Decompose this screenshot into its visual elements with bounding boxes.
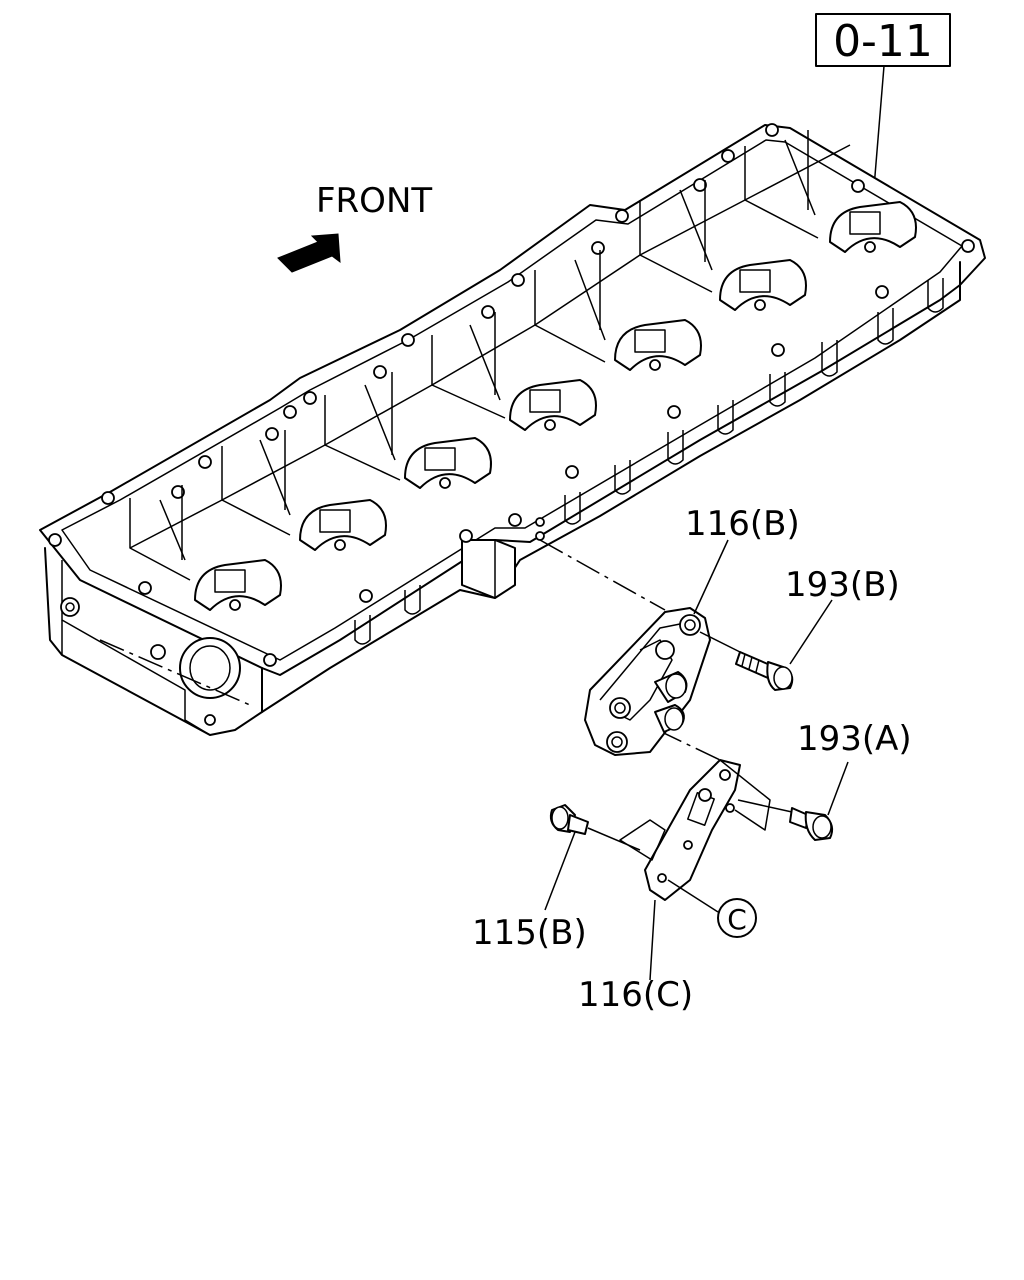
leader-193a xyxy=(827,761,849,816)
callout-116b[interactable]: 116(B) xyxy=(685,504,800,544)
leader-116b xyxy=(693,539,729,615)
reference-box[interactable]: 0-11 xyxy=(815,13,951,67)
bracket-116c[interactable] xyxy=(619,759,771,901)
callout-115b[interactable]: 115(B) xyxy=(472,913,587,953)
bolt-115b[interactable] xyxy=(549,804,641,851)
circle-c-label: C xyxy=(727,903,747,936)
callout-193a[interactable]: 193(A) xyxy=(797,719,912,759)
alignment-line-1 xyxy=(539,539,666,611)
front-label: FRONT xyxy=(316,181,432,221)
engine-housing xyxy=(39,123,986,736)
bearing-caps xyxy=(194,201,917,611)
flange-bolt-holes xyxy=(48,123,975,667)
reference-box-label: 0-11 xyxy=(833,16,933,67)
bolt-193a[interactable] xyxy=(737,799,834,841)
bolt-193b[interactable] xyxy=(699,631,794,691)
callout-193b[interactable]: 193(B) xyxy=(785,565,900,605)
bracket-116b[interactable] xyxy=(584,607,711,756)
leader-116c xyxy=(649,899,656,981)
callout-116c[interactable]: 116(C) xyxy=(578,975,693,1015)
leader-circle-c xyxy=(667,879,719,913)
front-direction-arrow-icon xyxy=(277,233,341,273)
leader-193b xyxy=(789,599,833,665)
leader-115b xyxy=(544,831,576,911)
circle-c-marker[interactable]: C xyxy=(717,898,757,938)
